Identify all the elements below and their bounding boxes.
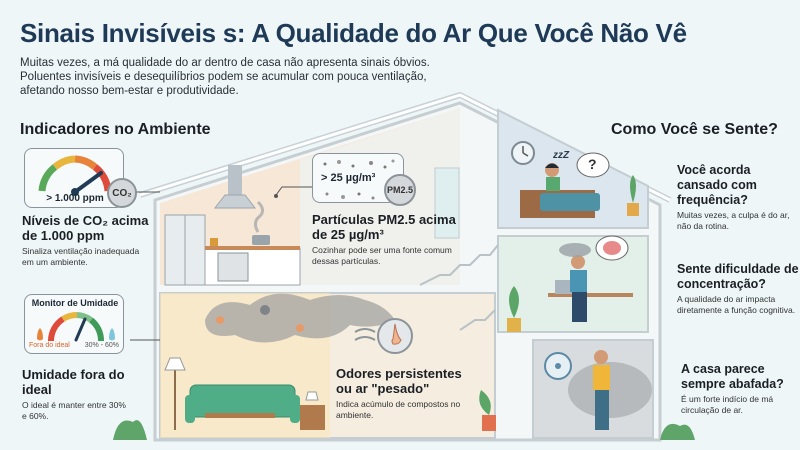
question-tired-title: Você acorda cansado com frequência? [677, 163, 757, 207]
feelings-heading: Como Você se Sente? [611, 121, 778, 138]
odor-title: Odores persistentes ou ar "pesado" [336, 366, 462, 396]
co2-indicator: Níveis de CO₂ acima de 1.000 ppm Sinaliz… [22, 213, 152, 268]
humidity-monitor-title: Monitor de Umidade [31, 298, 119, 308]
particles-icon [323, 159, 395, 200]
question-stuffy-title: A casa parece sempre abafada? [681, 362, 784, 391]
co2-description: Sinaliza ventilação inadequada em um amb… [22, 246, 140, 267]
question-stuffy: A casa parece sempre abafada? É um forte… [681, 362, 799, 416]
question-focus: Sente dificuldade de concentração? A qua… [677, 262, 800, 316]
drop-icon-left [37, 328, 43, 341]
pm25-description: Cozinhar pode ser uma fonte comum dessas… [312, 245, 452, 266]
co2-gauge-label: > 1.000 ppm [46, 193, 104, 204]
pm25-indicator: Partículas PM2.5 acima de 25 µg/m³ Cozin… [312, 212, 462, 267]
question-thought-icon: ? [588, 156, 597, 172]
humidity-indicator: Umidade fora do ideal O ideal é manter e… [22, 367, 132, 422]
humidity-title: Umidade fora do ideal [22, 367, 125, 397]
humidity-gauge-icon [37, 311, 115, 342]
odor-indicator: Odores persistentes ou ar "pesado" Indic… [336, 366, 466, 421]
humidity-description: O ideal é manter entre 30% e 60%. [22, 400, 126, 421]
drop-icon-right [109, 328, 115, 341]
question-stuffy-description: É um forte indício de má circulação de a… [681, 394, 774, 415]
page-title: Sinais Invisíveis s: A Qualidade do Ar Q… [20, 18, 687, 48]
smoke-cloud [205, 293, 395, 343]
pm25-title: Partículas PM2.5 acima de 25 µg/m³ [312, 212, 456, 242]
indicators-heading: Indicadores no Ambiente [20, 121, 211, 138]
co2-badge: CO₂ [107, 178, 137, 208]
pm25-gauge-label: > 25 µg/m³ [321, 172, 376, 184]
question-focus-title: Sente dificuldade de concentração? [677, 262, 799, 291]
humidity-range-label: 30% - 60% [84, 342, 119, 349]
nose-icon [377, 318, 413, 354]
sofa [189, 384, 296, 418]
question-tired-description: Muitas vezes, a culpa é do ar, não da ro… [677, 210, 790, 231]
question-tired: Você acorda cansado com frequência? Muit… [677, 163, 797, 232]
question-focus-description: A qualidade do ar impacta diretamente a … [677, 294, 796, 315]
intro-text: Muitas vezes, a má qualidade do ar dentr… [20, 57, 430, 97]
co2-title: Níveis de CO₂ acima de 1.000 ppm [22, 213, 149, 243]
sleep-zzz: zzZ [553, 150, 570, 161]
pm25-badge: PM2.5 [384, 174, 416, 206]
humidity-out-of-range-label: Fora do ideal [29, 342, 70, 349]
co2-gauge-card: > 1.000 ppm [24, 148, 124, 208]
humidity-monitor-card: Monitor de Umidade Fora do ideal 30% - 6… [24, 294, 124, 354]
odor-description: Indica acúmulo de compostos no ambiente. [336, 399, 461, 420]
